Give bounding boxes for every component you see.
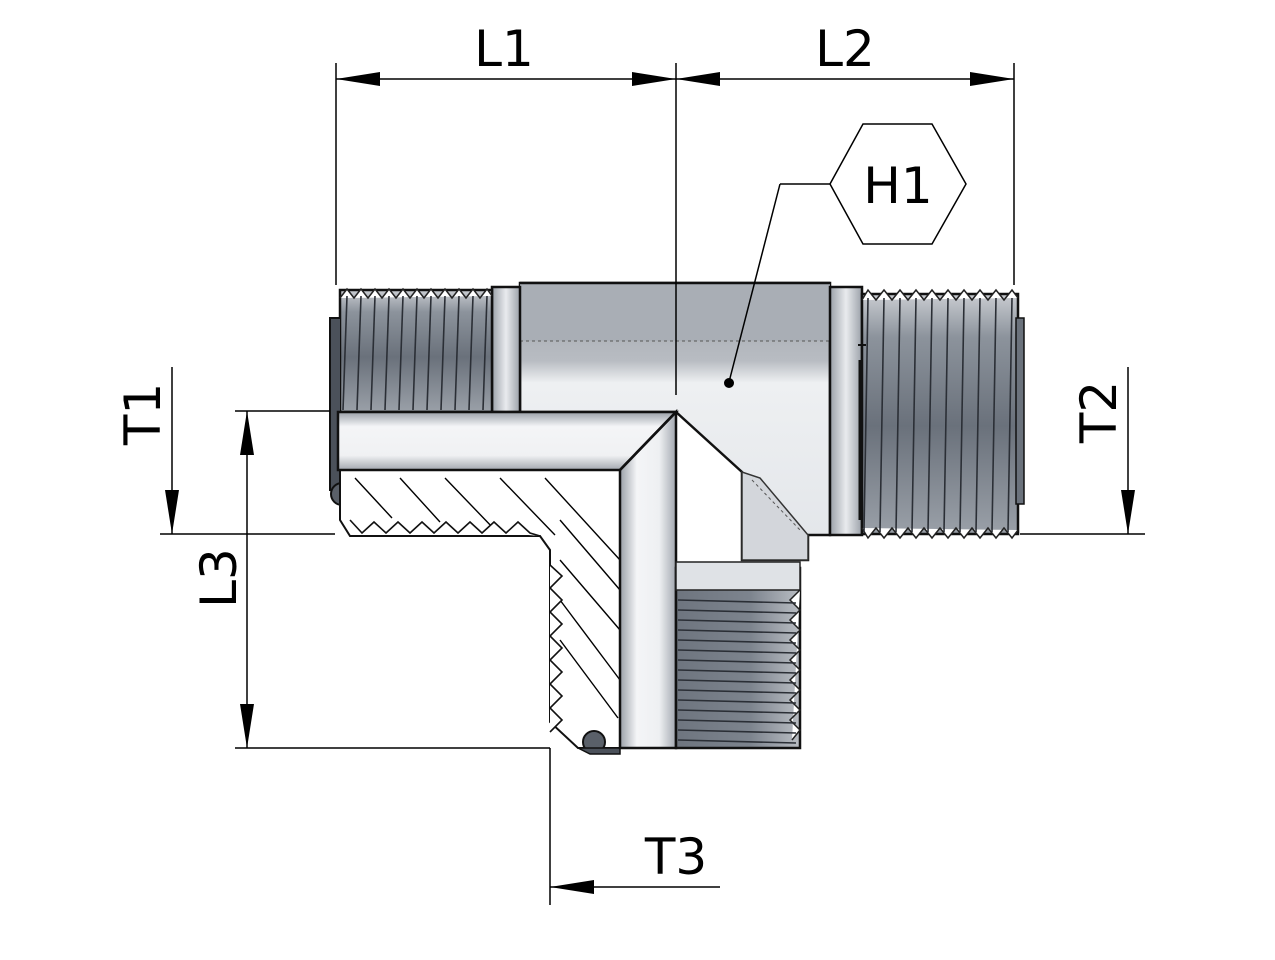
thread-groove (863, 297, 869, 533)
thread-groove (398, 295, 404, 411)
t3-arrow (550, 880, 594, 894)
thread-groove (370, 295, 376, 411)
thread-groove (677, 629, 797, 634)
hatch-line (559, 639, 619, 719)
thread-groove (677, 679, 797, 684)
fitting-body (490, 281, 864, 562)
thread-groove (911, 297, 917, 533)
right-thread-grooves (863, 297, 1013, 533)
thread-groove (440, 295, 446, 411)
thread-groove (991, 297, 997, 533)
section-hatch (354, 477, 621, 719)
l2-arrow-right (970, 72, 1014, 86)
thread-groove (677, 599, 797, 604)
l1-arrow-left (336, 72, 380, 86)
thread-groove (677, 729, 797, 734)
thread-groove (342, 295, 348, 411)
dimensions (160, 63, 1145, 905)
thread-groove (677, 619, 797, 624)
thread-groove (677, 709, 797, 714)
label-t3: T3 (644, 828, 707, 886)
thread-groove (959, 297, 965, 533)
hatch-line (354, 477, 393, 519)
h1-hexagon (829, 123, 967, 245)
thread-groove (895, 297, 901, 533)
thread-groove (927, 297, 933, 533)
thread-groove (943, 297, 949, 533)
thread-groove (412, 295, 418, 411)
thread-groove (975, 297, 981, 533)
thread-groove (677, 639, 797, 644)
hatch-line (444, 477, 496, 531)
hatch-line (559, 599, 621, 681)
thread-groove (677, 739, 797, 744)
h1-leader-dot (724, 378, 734, 388)
thread-groove (482, 295, 488, 411)
label-l2: L2 (815, 20, 875, 78)
label-h1: H1 (863, 157, 932, 215)
label-l3: L3 (190, 548, 248, 608)
thread-groove (677, 659, 797, 664)
l3-arrow-bottom (240, 704, 254, 748)
l1-arrow-right (632, 72, 676, 86)
thread-groove (1007, 297, 1013, 533)
hatch-line (559, 519, 621, 591)
section-cut (339, 469, 621, 755)
thread-groove (677, 609, 797, 614)
thread-groove (677, 669, 797, 674)
hatch-line (499, 477, 556, 536)
left-thread (338, 287, 494, 414)
bottom-thread-grooves (677, 599, 797, 744)
thread-groove (677, 719, 797, 724)
l2-arrow-left (676, 72, 720, 86)
t1-arrow (165, 490, 179, 534)
bottom-thread (674, 561, 802, 750)
label-t2: T2 (1070, 381, 1128, 444)
thread-groove (677, 689, 797, 694)
hatch-line (399, 477, 441, 523)
horizontal-bore (336, 410, 679, 472)
thread-groove (677, 699, 797, 704)
h1-leader-line (728, 183, 781, 383)
thread-groove (384, 295, 390, 411)
label-t1: T1 (114, 383, 172, 446)
thread-groove (426, 295, 432, 411)
thread-groove (879, 297, 885, 533)
thread-groove (356, 295, 362, 411)
thread-groove (468, 295, 474, 411)
hatch-line (544, 477, 621, 561)
t2-arrow (1121, 490, 1135, 534)
thread-groove (454, 295, 460, 411)
label-l1: L1 (474, 20, 534, 78)
hatch-line (559, 559, 621, 631)
vertical-bore (618, 408, 678, 750)
thread-groove (677, 649, 797, 654)
l3-arrow-top (240, 411, 254, 455)
left-thread-grooves (342, 295, 488, 411)
